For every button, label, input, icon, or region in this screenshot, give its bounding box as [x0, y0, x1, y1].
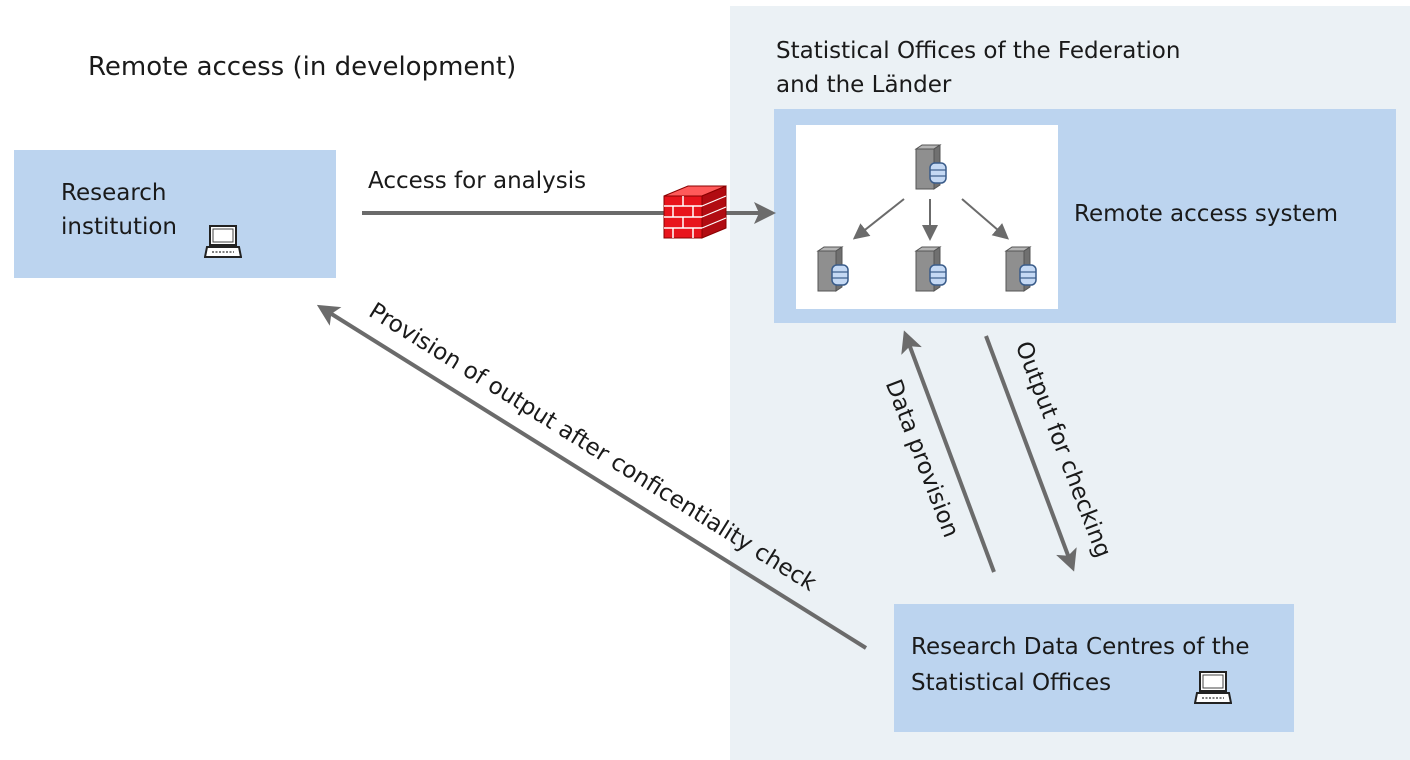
diagram-title: Remote access (in development) — [88, 52, 517, 82]
provision-output-arrow — [316, 304, 868, 650]
firewall-icon — [663, 185, 727, 239]
research-institution-box: Research institution — [14, 150, 336, 278]
remote-access-system-label: Remote access system — [1074, 201, 1339, 227]
output-checking-arrow — [984, 335, 1077, 572]
research-institution-line1: Research — [61, 180, 167, 206]
research-data-centres-box: Research Data Centres of the Statistical… — [894, 604, 1294, 732]
laptop-icon — [1194, 671, 1232, 704]
offices-label-line2: and the Länder — [776, 72, 952, 98]
data-provision-arrow — [901, 330, 996, 573]
offices-label-line1: Statistical Offices of the Federation — [776, 38, 1181, 64]
rdc-line1: Research Data Centres of the — [911, 634, 1250, 660]
remote-access-system-box: Remote access system — [774, 109, 1396, 323]
laptop-icon — [204, 225, 242, 258]
access-arrow-label: Access for analysis — [368, 168, 587, 194]
rdc-line2: Statistical Offices — [911, 670, 1112, 696]
research-institution-line2: institution — [61, 214, 178, 240]
server-network-diagram — [796, 125, 1058, 309]
